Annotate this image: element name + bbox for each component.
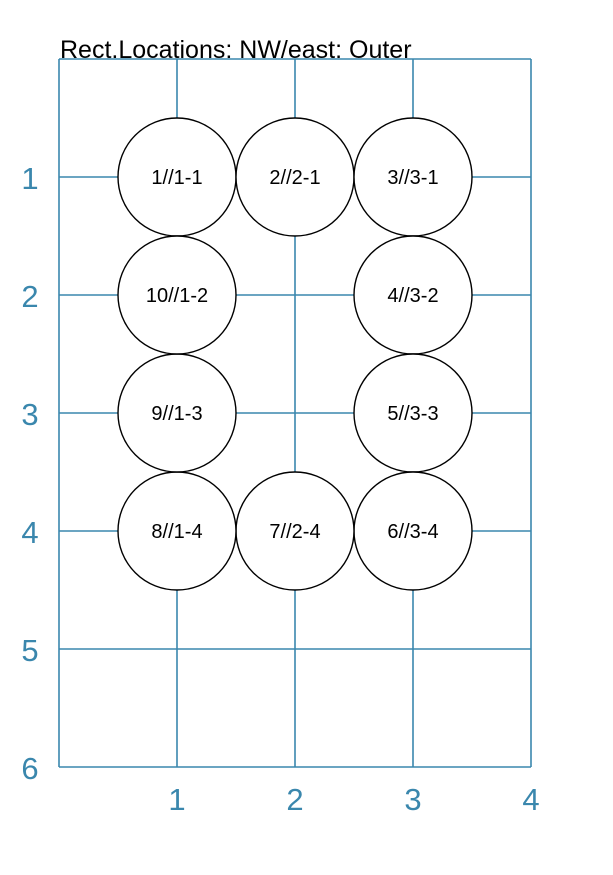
location-label: 6//3-4	[387, 521, 438, 543]
axis-labels: 1 2 3 4 1 2 3 4 5 6	[21, 161, 539, 817]
x-axis-tick-label: 4	[522, 782, 539, 817]
location-label: 9//1-3	[151, 403, 202, 425]
location-label: 10//1-2	[146, 285, 208, 307]
location-label: 3//3-1	[387, 167, 438, 189]
y-axis-tick-label: 5	[21, 633, 38, 668]
location-label: 7//2-4	[269, 521, 320, 543]
x-axis-tick-label: 2	[286, 782, 303, 817]
location-label: 8//1-4	[151, 521, 202, 543]
location-node: 7//2-4	[235, 471, 355, 591]
y-axis-tick-label: 3	[21, 397, 38, 432]
y-axis-tick-label: 2	[21, 279, 38, 314]
y-axis-tick-label: 6	[21, 751, 38, 786]
location-node: 2//2-1	[235, 117, 355, 237]
y-axis-tick-label: 4	[21, 515, 38, 550]
location-circle	[117, 235, 237, 355]
location-label: 2//2-1	[269, 167, 320, 189]
location-node: 5//3-3	[353, 353, 473, 473]
location-label: 5//3-3	[387, 403, 438, 425]
location-node: 10//1-2	[117, 235, 237, 355]
location-label: 1//1-1	[151, 167, 202, 189]
location-markers: 1//1-1 2//2-1 3//3-1 4//3-2 5//3-3 6//3-4 7//2…	[117, 117, 473, 591]
location-node: 3//3-1	[353, 117, 473, 237]
location-label: 4//3-2	[387, 285, 438, 307]
x-axis-tick-label: 3	[404, 782, 421, 817]
location-node: 9//1-3	[117, 353, 237, 473]
x-axis-tick-label: 1	[168, 782, 185, 817]
location-node: 4//3-2	[353, 235, 473, 355]
diagram-title: Rect.Locations: NW/east: Outer	[60, 36, 412, 64]
y-axis-tick-label: 1	[21, 161, 38, 196]
location-node: 6//3-4	[353, 471, 473, 591]
location-node: 1//1-1	[117, 117, 237, 237]
location-node: 8//1-4	[117, 471, 237, 591]
